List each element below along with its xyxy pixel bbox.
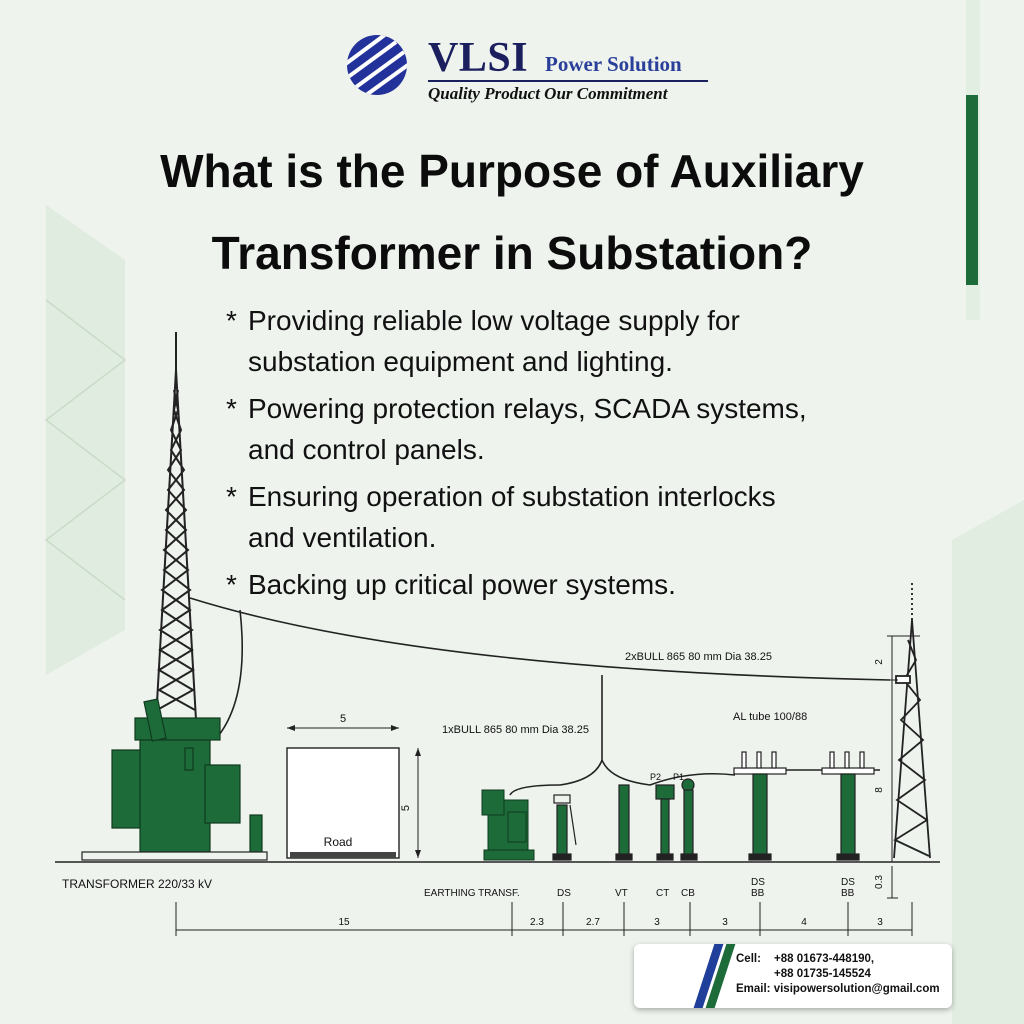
brand-name: VLSI	[428, 35, 529, 81]
spacing-label: 2.7	[586, 917, 600, 928]
substation-diagram: 5 5 Road P2 P1	[55, 580, 940, 936]
lattice-tower-left	[155, 332, 197, 721]
label-earthing: EARTHING TRANSF.	[424, 888, 520, 899]
disconnector-busbar-2	[821, 751, 875, 861]
cell-label: Cell:	[736, 953, 761, 965]
email-label: Email:	[736, 983, 771, 995]
brand-tagline: Quality Product Our Commitment	[428, 84, 668, 103]
conductor-upper-label: 2xBULL 865 80 mm Dia 38.25	[625, 651, 772, 663]
label-cb: CB	[681, 888, 695, 899]
label-ds: DS	[557, 888, 571, 899]
phone-2[interactable]: +88 01735-145524	[774, 968, 871, 980]
spacing-label: 3	[877, 917, 883, 928]
spacing-label: 3	[722, 917, 728, 928]
brand-subname: Power Solution	[545, 52, 682, 76]
conductor-upper	[189, 597, 891, 681]
purpose-item: *Providing reliable low voltage supply f…	[226, 305, 740, 377]
circuit-breaker	[680, 778, 698, 861]
spacing-labels: 15 2.3 2.7 3 3 4 3	[338, 917, 883, 928]
purpose-item: *Ensuring operation of substation interl…	[226, 481, 776, 553]
conductor-lower-label: 1xBULL 865 80 mm Dia 38.25	[442, 724, 589, 736]
spacing-label: 15	[338, 917, 350, 928]
brand-underline	[428, 80, 708, 82]
right-dim-top: 2	[874, 659, 885, 665]
label-vt: VT	[615, 888, 628, 899]
conductor-drop-left	[214, 609, 243, 741]
purpose-list: *Providing reliable low voltage supply f…	[226, 300, 926, 611]
spacing-label: 3	[654, 917, 660, 928]
label-dsbb1-bottom: BB	[751, 888, 765, 899]
right-dim-middle: 8	[874, 787, 885, 793]
transformer-label: TRANSFORMER 220/33 kV	[62, 877, 212, 891]
road-section	[286, 725, 421, 859]
phone-1[interactable]: +88 01673-448190,	[774, 953, 875, 965]
purpose-item: *Backing up critical power systems.	[226, 569, 676, 600]
road-width-label: 5	[340, 713, 346, 725]
label-dsbb1-top: DS	[751, 877, 765, 888]
disconnect-switch	[552, 794, 577, 861]
headline-line-2: Transformer in Substation?	[211, 227, 813, 279]
email-link[interactable]: visipowersolution@gmail.com	[773, 983, 940, 995]
contact-details: Cell:+88 01673-448190, +88 01735-145524 …	[736, 952, 940, 997]
brand-logo: VLSI Power Solution Quality Product Our …	[340, 30, 720, 110]
road-height-label: 5	[400, 805, 412, 811]
globe-logo-icon	[347, 35, 407, 95]
spacing-label: 4	[801, 917, 807, 928]
label-dsbb2-top: DS	[841, 877, 855, 888]
label-dsbb2-bottom: BB	[841, 888, 855, 899]
right-dim-bottom: 0.3	[874, 875, 885, 889]
earthing-transformer	[481, 789, 535, 861]
contact-card: Cell:+88 01673-448190, +88 01735-145524 …	[634, 944, 952, 1008]
road-label: Road	[324, 835, 353, 849]
current-transformer	[655, 784, 675, 861]
headline-line-1: What is the Purpose of Auxiliary	[160, 145, 864, 197]
disconnector-busbar-1	[733, 751, 787, 861]
al-tube-label: AL tube 100/88	[733, 711, 807, 723]
ct-terminal-p2: P2	[650, 772, 661, 782]
lattice-tower-right	[893, 580, 931, 859]
ct-terminal-p1: P1	[673, 772, 684, 782]
label-ct: CT	[656, 888, 669, 899]
voltage-transformer	[615, 784, 633, 861]
power-transformer	[81, 698, 268, 861]
spacing-label: 2.3	[530, 917, 544, 928]
purpose-item: *Powering protection relays, SCADA syste…	[226, 393, 807, 465]
